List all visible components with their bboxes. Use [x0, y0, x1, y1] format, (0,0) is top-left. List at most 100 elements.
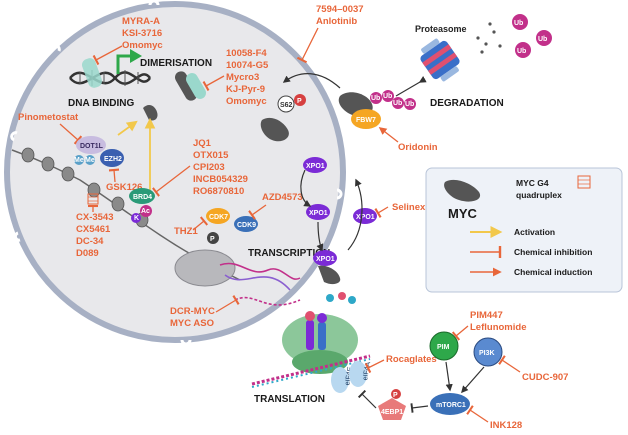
drug-cudc-907: CUDC-907: [522, 372, 568, 383]
drug-cpi203: CPI203: [193, 162, 225, 173]
svg-text:P: P: [297, 98, 302, 105]
legend-g4-icon: [577, 175, 591, 189]
myc-exported-icon: [318, 265, 341, 285]
svg-text:Me: Me: [85, 157, 95, 164]
legend-myc-label: MYC: [448, 206, 478, 221]
drug-azd4573: AZD4573: [262, 192, 303, 203]
drug-10058-f4: 10058-F4: [226, 48, 267, 59]
xpo1-complex-2: XPO1: [306, 204, 330, 220]
dna-binding-inhibition-arrow: [92, 45, 123, 66]
degradation-label: DEGRADATION: [430, 98, 504, 109]
svg-text:PIM: PIM: [437, 344, 450, 351]
mrna-strand: [251, 354, 371, 388]
xpo1-import-arrow: [300, 169, 312, 207]
mtorc1-to-4ebp1-arrow: [410, 403, 429, 413]
svg-text:XPO1: XPO1: [309, 210, 328, 217]
svg-text:CDK9: CDK9: [237, 222, 256, 229]
legend-activation-label: Activation: [514, 227, 555, 237]
drug-pim447: PIM447: [470, 310, 503, 321]
drug-jq1: JQ1: [193, 138, 212, 149]
rocaglates-inhibition-arrow: [364, 359, 385, 374]
drug-omomyc-dimer: Omomyc: [226, 96, 267, 107]
dna-binding-drugs: MYRA-A KSI-3716 Omomyc: [122, 16, 163, 51]
svg-text:P: P: [393, 392, 398, 399]
g4-quadruplex-icon: [87, 193, 99, 205]
drug-cx5461: CX5461: [76, 224, 111, 235]
phospho-mark-rnapol: P: [207, 232, 219, 244]
me-mark-1: Me: [74, 155, 84, 165]
pinometostat-inhibition-arrow: [59, 123, 83, 145]
myc-monomer-icon: [143, 105, 158, 121]
dimerisation-drugs: 10058-F4 10074-G5 Mycro3 KJ-Pyr-9 Omomyc: [226, 48, 269, 107]
svg-text:BRD4: BRD4: [133, 194, 152, 201]
cdk9-protein: CDK9: [234, 216, 258, 232]
drug-ro6870810: RO6870810: [193, 186, 244, 197]
drug-10074-g5: 10074-G5: [226, 60, 269, 71]
dephosphorylation-arrow: [282, 73, 341, 89]
svg-text:Ub: Ub: [538, 36, 547, 43]
g4-drugs: CX-3543 CX5461 DC-34 D089: [76, 212, 114, 259]
drug-ink128: INK128: [490, 420, 522, 430]
myc-phospho-icon: [260, 117, 289, 142]
legend-g4-label-2: quadruplex: [516, 190, 562, 200]
bet-inhibitor-drugs: JQ1 OTX015 CPI203 INCB054329 RO6870810: [193, 138, 248, 197]
drug-omomyc-binding: Omomyc: [122, 40, 163, 51]
xpo1-complex-4: XPO1: [313, 250, 337, 266]
eif4a-protein: eIF4A: [349, 361, 372, 387]
ub-released: Ub Ub Ub: [512, 14, 552, 58]
svg-text:FBW7: FBW7: [356, 117, 376, 124]
drug-7594-0037: 7594–0037: [316, 4, 364, 15]
proteasome-icon: [420, 38, 460, 82]
svg-text:PI3K: PI3K: [479, 350, 495, 357]
pim-to-mtorc1-arrow: [445, 361, 453, 392]
4ebp1-protein: 4EBP1: [378, 398, 406, 420]
drug-oridonin: Oridonin: [398, 142, 438, 153]
svg-text:Ub: Ub: [393, 100, 402, 107]
xpo1-export-arrow: [316, 221, 324, 252]
ezh2-protein: EZH2: [100, 149, 124, 167]
svg-text:K: K: [134, 215, 139, 222]
svg-text:Ub: Ub: [517, 48, 526, 55]
drug-mycro3: Mycro3: [226, 72, 259, 83]
ub-chain-small: Ub Ub Ub Ub: [370, 90, 416, 110]
drug-otx015: OTX015: [193, 150, 229, 161]
mtorc1-protein: mTORC1: [430, 393, 470, 415]
drug-incb054329: INCB054329: [193, 174, 248, 185]
drug-cx-3543: CX-3543: [76, 212, 114, 223]
nucleus: [4, 0, 346, 346]
fbw7-protein: FBW7: [351, 109, 381, 129]
proteasome-label: Proteasome: [415, 24, 467, 34]
svg-text:XPO1: XPO1: [316, 256, 335, 263]
aso-inhibition-arrow: [215, 295, 240, 313]
legend-myc-icon: [444, 179, 481, 202]
pim-inhibition-arrow: [451, 325, 469, 341]
drug-kj-pyr-9: KJ-Pyr-9: [226, 84, 265, 95]
svg-text:XPO1: XPO1: [306, 163, 325, 170]
legend-g4-label-1: MYC G4: [516, 178, 549, 188]
myc-dimer-icon: [175, 71, 206, 101]
drug-leflunomide: Leflunomide: [470, 322, 526, 333]
legend-inhibition-label: Chemical inhibition: [514, 247, 592, 257]
peptide-fragments: [476, 22, 502, 54]
svg-text:XPO1: XPO1: [356, 214, 375, 221]
ribosome-icon: [282, 292, 358, 374]
dot1l-protein: DOT1L: [76, 136, 106, 154]
svg-text:Ub: Ub: [405, 101, 414, 108]
svg-text:Ub: Ub: [371, 95, 380, 102]
svg-text:Ub: Ub: [383, 93, 392, 100]
drug-ksi-3716: KSI-3716: [122, 28, 162, 39]
svg-text:DOT1L: DOT1L: [80, 143, 104, 150]
bet-inhibition-arrow: [152, 165, 191, 197]
drug-anlotinib: Anlotinib: [316, 16, 357, 27]
drug-myc-aso: MYC ASO: [170, 318, 214, 329]
svg-text:mTORC1: mTORC1: [436, 402, 466, 409]
svg-text:4EBP1: 4EBP1: [381, 409, 403, 416]
ac-mark: Ac: [140, 205, 152, 217]
drug-dc-34: DC-34: [76, 236, 104, 247]
phospho-mark-s62: P: [294, 94, 306, 106]
transcription-label: TRANSCRIPTION: [248, 248, 330, 259]
drug-d089: D089: [76, 248, 99, 259]
xpo1-recycle-arrow: [347, 178, 363, 251]
drug-selinexor: Selinexor: [392, 202, 435, 213]
